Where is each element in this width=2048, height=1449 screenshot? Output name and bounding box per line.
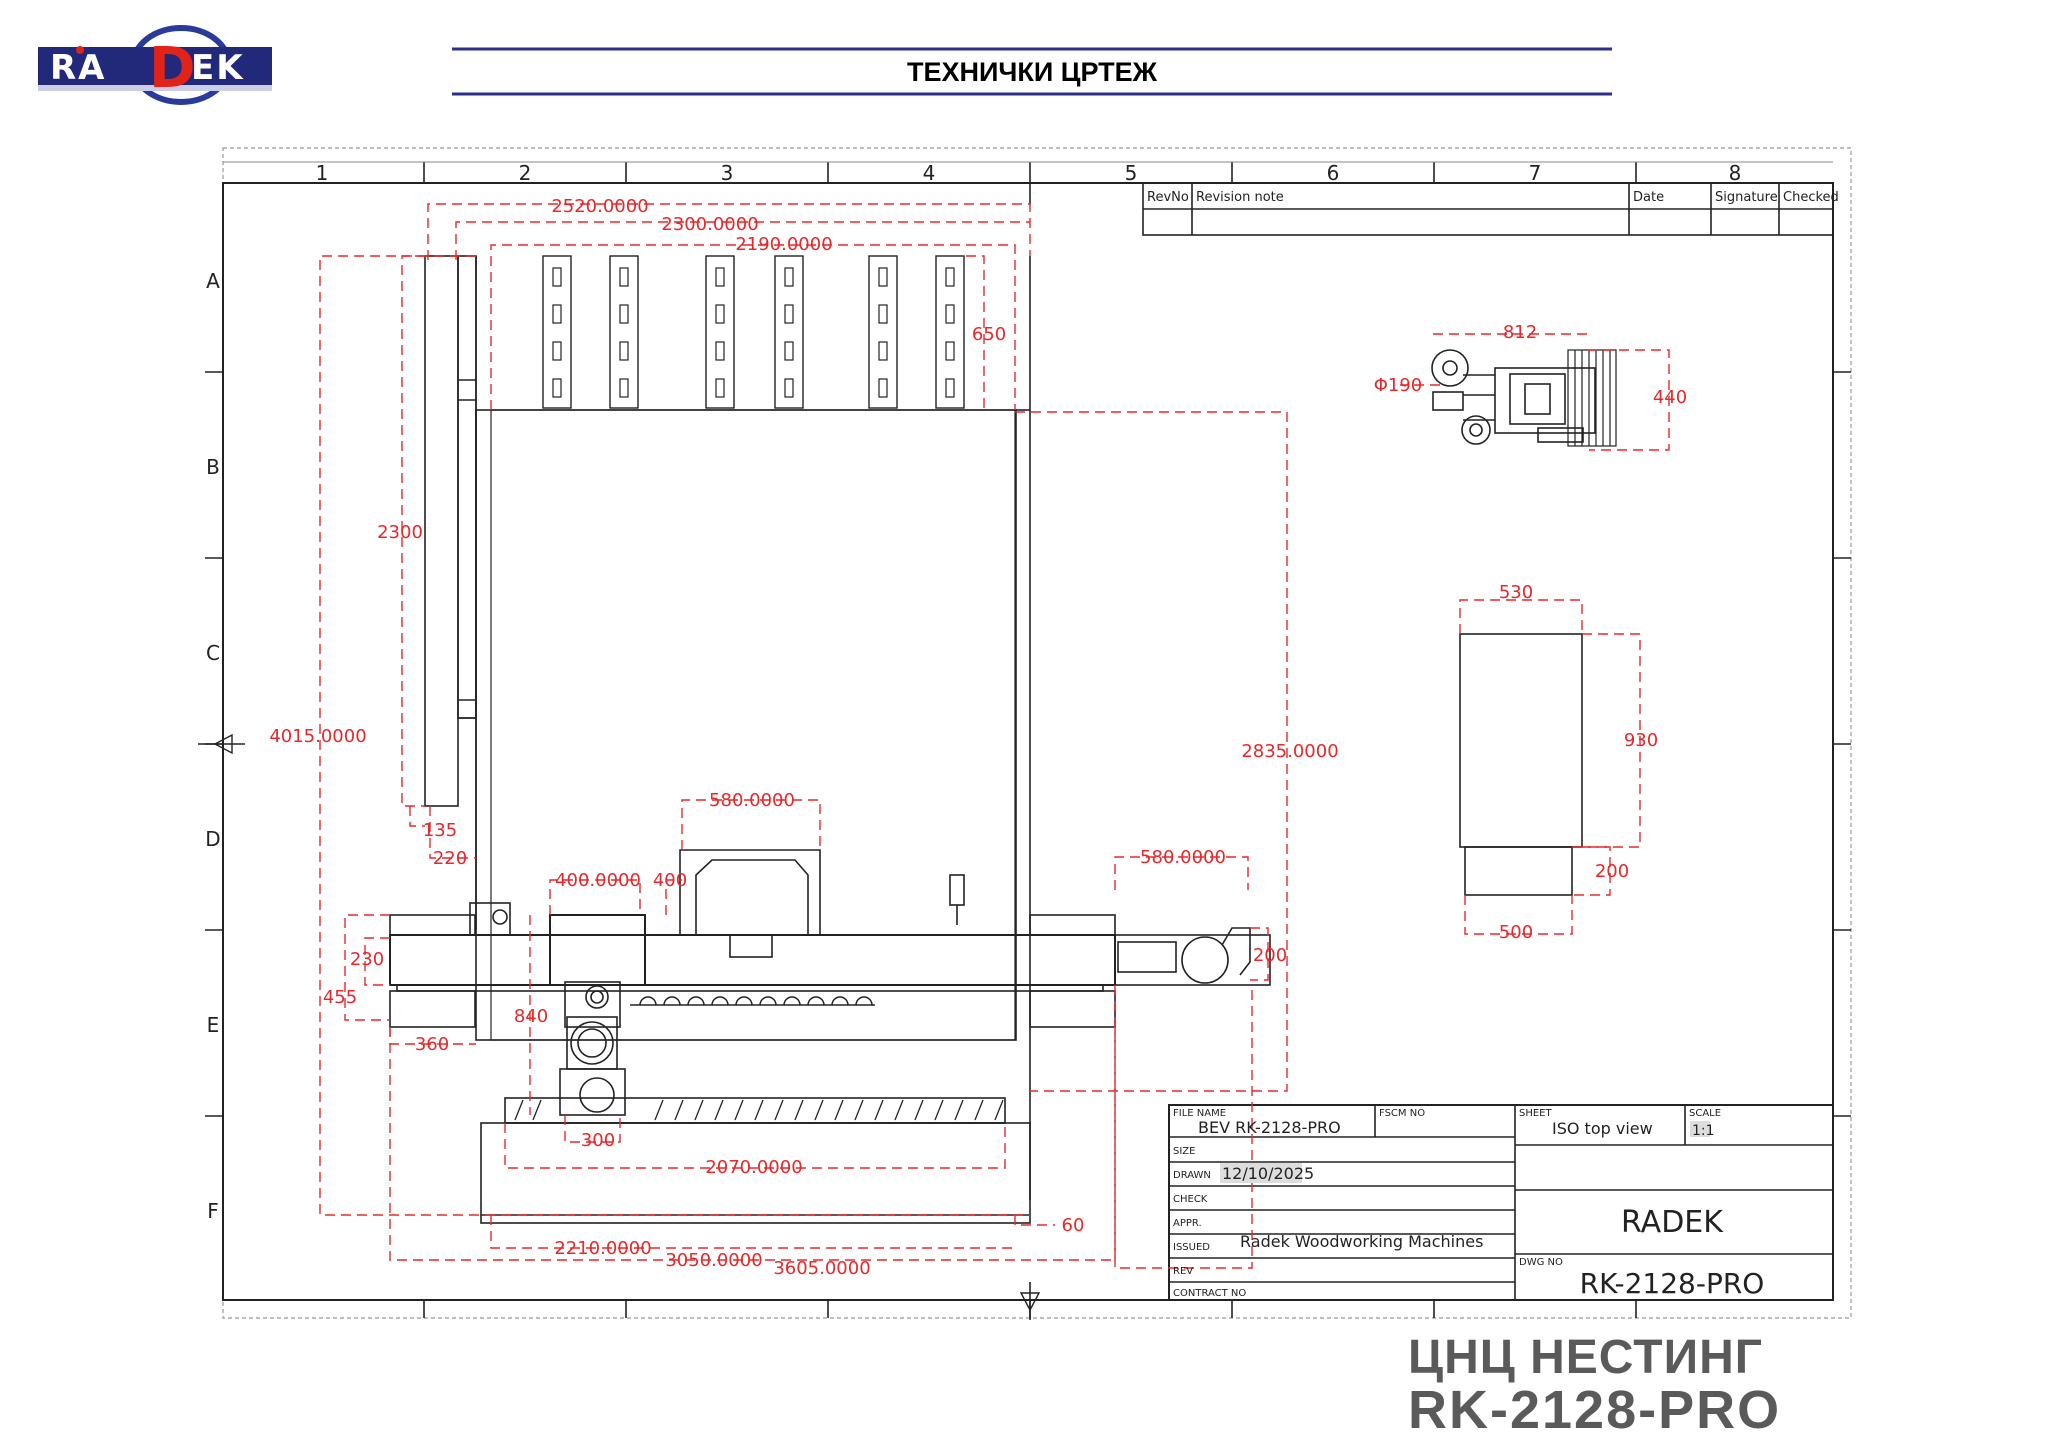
dim-455: 455 <box>323 987 357 1008</box>
dim-840: 840 <box>514 1006 548 1027</box>
dim-2190: 2190.0000 <box>735 234 832 255</box>
col-label-8: 8 <box>1729 161 1742 185</box>
header-rules <box>452 47 1612 96</box>
dim-230: 230 <box>350 949 384 970</box>
svg-text:D: D <box>149 36 195 101</box>
issued-label: ISSUED <box>1173 1242 1210 1253</box>
dim-400-carriage: 400.0000 <box>555 870 641 891</box>
col-label-7: 7 <box>1529 161 1542 185</box>
rev-header-signature: Signature <box>1715 190 1778 205</box>
dim-360: 360 <box>415 1034 449 1055</box>
dim-530: 530 <box>1499 582 1533 603</box>
dim-930: 930 <box>1624 730 1658 751</box>
scale-label: SCALE <box>1689 1108 1721 1119</box>
dim-580-motor: 580.0000 <box>709 790 795 811</box>
dim-200-pump: 200 <box>1253 945 1287 966</box>
dwg-no-label: DWG NO <box>1519 1257 1563 1268</box>
dim-2835: 2835.0000 <box>1241 741 1338 762</box>
dim-2520: 2520.0000 <box>551 196 648 217</box>
frame-row-labels: A B C D E F <box>205 269 220 1223</box>
frame-column-labels: 1 2 3 4 5 6 7 8 <box>316 161 1742 185</box>
dim-220: 220 <box>433 848 467 869</box>
appr-label: APPR. <box>1173 1218 1202 1229</box>
rev-header-note: Revision note <box>1196 190 1284 205</box>
product-title: ЦНЦ НЕСТИНГ RK-2128-PRO <box>1408 1330 1858 1441</box>
fscm-label: FSCM NO <box>1379 1108 1425 1119</box>
col-label-2: 2 <box>519 161 532 185</box>
row-label-f: F <box>207 1199 219 1223</box>
dim-135: 135 <box>423 820 457 841</box>
file-name-label: FILE NAME <box>1173 1108 1226 1119</box>
dwg-no-value: RK-2128-PRO <box>1580 1267 1765 1300</box>
svg-text:RA: RA <box>50 48 107 88</box>
rev-header-checked: Checked <box>1783 190 1839 205</box>
dim-200-cabinet: 200 <box>1595 861 1629 882</box>
row-label-e: E <box>207 1013 220 1037</box>
dim-300: 300 <box>581 1130 615 1151</box>
revision-table-headers: RevNo Revision note Date Signature Check… <box>1147 190 1839 205</box>
dim-650: 650 <box>972 324 1006 345</box>
radek-logo: RA D EK <box>36 25 274 111</box>
sheet-label: SHEET <box>1519 1108 1553 1119</box>
col-label-6: 6 <box>1327 161 1340 185</box>
col-label-3: 3 <box>721 161 734 185</box>
row-label-d: D <box>205 827 220 851</box>
dim-2210: 2210.0000 <box>554 1238 651 1259</box>
contract-label: CONTRACT NO <box>1173 1288 1246 1299</box>
drawn-label: DRAWN <box>1173 1170 1211 1181</box>
dim-60: 60 <box>1062 1215 1085 1236</box>
row-label-a: A <box>206 269 220 293</box>
dim-400: 400 <box>653 870 687 891</box>
drawn-date: 12/10/2025 <box>1222 1164 1314 1183</box>
check-label: CHECK <box>1173 1194 1208 1205</box>
company-name: RADEK <box>1621 1205 1724 1240</box>
dim-4015: 4015.0000 <box>269 726 366 747</box>
file-name-value: BEV RK-2128-PRO <box>1198 1118 1341 1137</box>
rev-header-revno: RevNo <box>1147 190 1189 205</box>
document-title: ТЕХНИЧКИ ЦРТЕЖ <box>906 57 1158 87</box>
size-label: SIZE <box>1173 1146 1195 1157</box>
dim-2070: 2070.0000 <box>705 1157 802 1178</box>
product-type: ЦНЦ НЕСТИНГ <box>1408 1331 1763 1384</box>
dim-580-pump: 580.0000 <box>1140 847 1226 868</box>
col-label-5: 5 <box>1125 161 1138 185</box>
dim-500: 500 <box>1499 922 1533 943</box>
svg-text:EK: EK <box>191 48 245 88</box>
scale-value: 1:1 <box>1692 1123 1715 1139</box>
title-block: FILE NAME BEV RK-2128-PRO FSCM NO SHEET … <box>1173 1108 1764 1300</box>
rev-header-date: Date <box>1633 190 1664 205</box>
product-model: RK-2128-PRO <box>1408 1380 1782 1440</box>
issued-value: Radek Woodworking Machines <box>1240 1232 1483 1251</box>
radek-logo-graphic: RA D EK <box>38 25 272 105</box>
dim-phi-190: Φ190 <box>1374 375 1423 396</box>
dim-2300-width: 2300.0000 <box>661 214 758 235</box>
dimension-labels: 2520.0000 2300.0000 2190.0000 650 2300 4… <box>269 196 1687 1279</box>
row-label-b: B <box>206 455 220 479</box>
dim-3605: 3605.0000 <box>773 1258 870 1279</box>
rev-label: REV <box>1173 1266 1193 1277</box>
dim-440: 440 <box>1653 387 1687 408</box>
row-label-c: C <box>206 641 220 665</box>
dim-3050: 3050.0000 <box>665 1250 762 1271</box>
col-label-4: 4 <box>923 161 936 185</box>
col-label-1: 1 <box>316 161 329 185</box>
dim-812: 812 <box>1503 322 1537 343</box>
dim-2300: 2300 <box>377 522 423 543</box>
sheet-value: ISO top view <box>1552 1119 1653 1138</box>
